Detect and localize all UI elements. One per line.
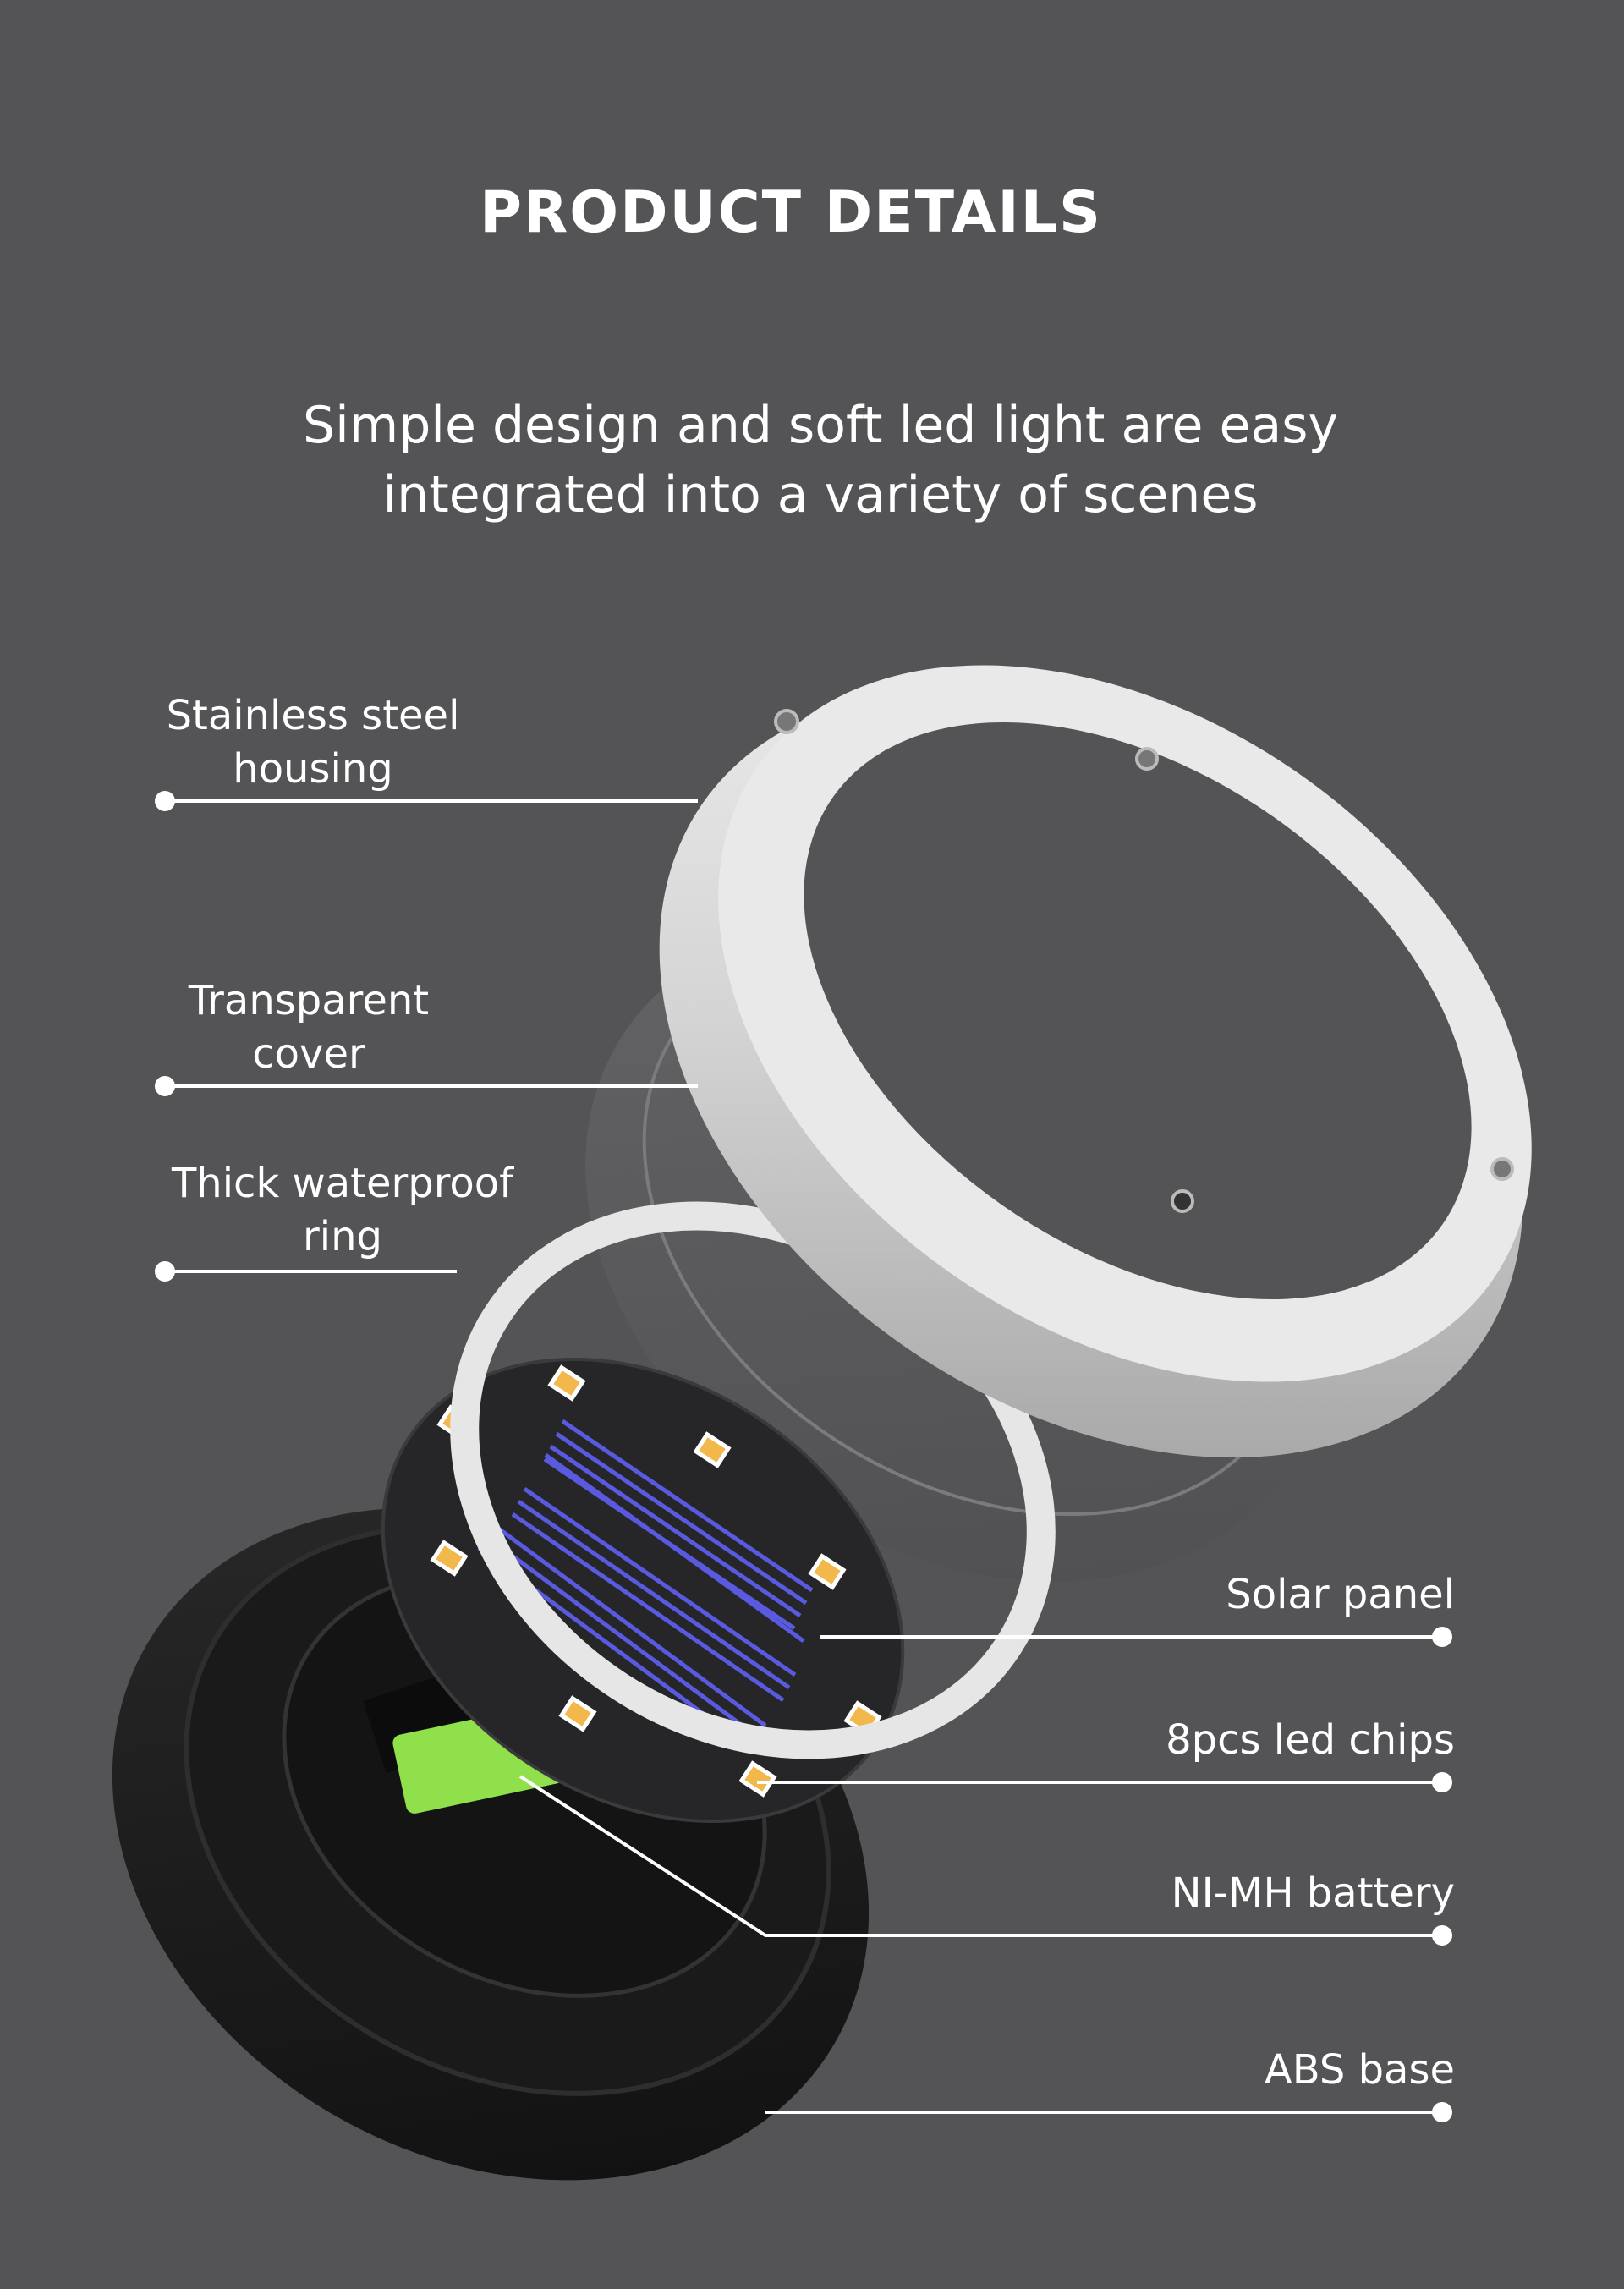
callout-dot-cover xyxy=(155,1076,175,1096)
left-callout-lines xyxy=(155,791,698,1282)
callout-cover-line-2: cover xyxy=(252,1030,365,1078)
subtitle-line-2: integrated into a variety of scenes xyxy=(382,465,1259,524)
callout-label-solar: Solar panel xyxy=(1226,1571,1455,1618)
callout-dot-ring xyxy=(155,1261,175,1282)
callout-dot-led xyxy=(1432,1772,1452,1792)
callout-label-led: 8pcs led chips xyxy=(1166,1716,1455,1764)
callout-label-housing: Stainless steel housing xyxy=(152,689,474,796)
callout-cover-line-1: Transparent xyxy=(188,977,430,1024)
callout-ring-line-2: ring xyxy=(303,1213,382,1260)
callout-label-cover: Transparent cover xyxy=(161,974,457,1081)
stainless-steel-housing-part xyxy=(659,665,1532,1458)
callout-dot-solar xyxy=(1432,1627,1452,1647)
right-callout-lines xyxy=(518,1627,1452,2122)
callout-housing-line-2: housing xyxy=(233,745,393,793)
callout-dot-battery xyxy=(1432,1925,1452,1946)
callout-dot-base xyxy=(1432,2102,1452,2122)
solar-panel-part xyxy=(381,1358,905,1823)
subtitle-line-1: Simple design and soft led light are eas… xyxy=(303,396,1338,455)
callout-label-ring: Thick waterproof ring xyxy=(152,1157,533,1264)
callout-housing-line-1: Stainless steel xyxy=(166,692,460,739)
callout-line-battery xyxy=(518,1775,1442,1937)
page-subtitle: Simple design and soft led light are eas… xyxy=(135,391,1506,530)
callout-label-base: ABS base xyxy=(1264,2046,1455,2094)
callout-label-battery: NI-MH battery xyxy=(1171,1869,1455,1917)
callout-ring-line-1: Thick waterproof xyxy=(171,1160,514,1207)
page-title: PRODUCT DETAILS xyxy=(480,179,1102,246)
callout-dot-housing xyxy=(155,791,175,811)
solar-cells xyxy=(477,1419,814,1754)
